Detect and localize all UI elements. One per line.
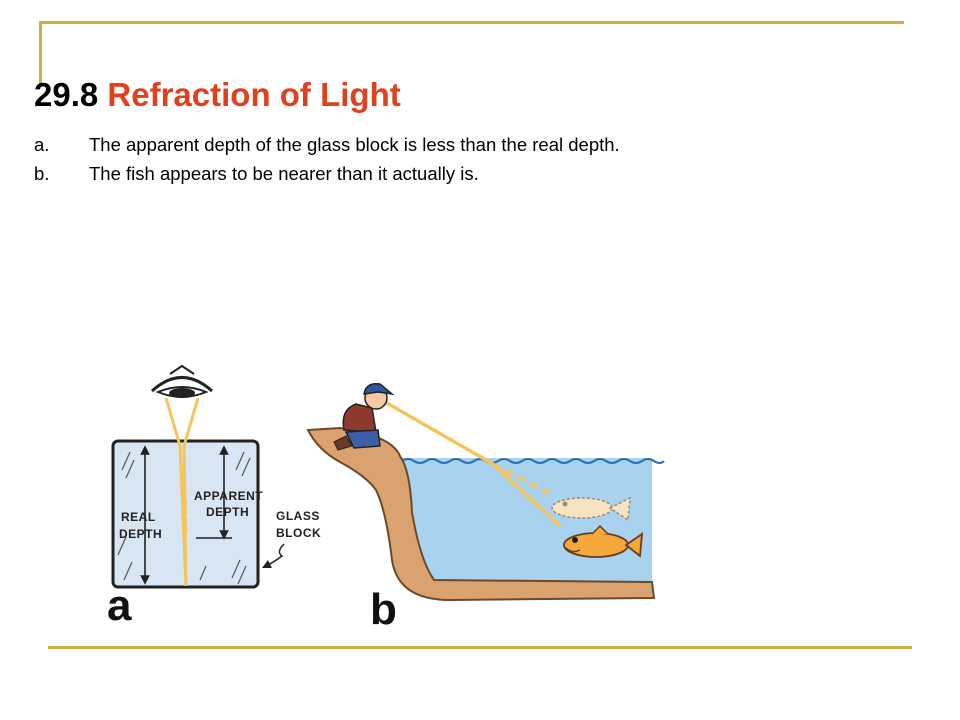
slide-title: 29.8 Refraction of Light bbox=[34, 76, 401, 114]
pond-bank bbox=[306, 426, 656, 602]
real-depth-label: DEPTH bbox=[119, 527, 162, 541]
apparent-depth-label: DEPTH bbox=[206, 505, 249, 519]
bottom-border-line bbox=[48, 646, 912, 649]
section-title: Refraction of Light bbox=[107, 76, 401, 113]
sightline bbox=[384, 400, 562, 528]
fish-icon bbox=[563, 524, 644, 558]
figure-a-letter: a bbox=[107, 581, 132, 630]
pond-water bbox=[402, 458, 652, 582]
figure-a-glass-block: REAL DEPTH APPARENT DEPTH GLASS BLOCK a bbox=[107, 364, 321, 630]
glass-block-label: BLOCK bbox=[276, 526, 321, 540]
top-border-line bbox=[40, 21, 904, 24]
apparent-depth-label: APPARENT bbox=[194, 489, 263, 503]
bullet-marker: a. bbox=[34, 134, 50, 155]
glass-block-label: GLASS bbox=[276, 509, 320, 523]
eye-icon bbox=[150, 364, 214, 398]
left-border-line bbox=[39, 21, 42, 87]
real-depth-label: REAL bbox=[121, 510, 156, 524]
fisherman-icon bbox=[333, 382, 395, 451]
bullet-marker: b. bbox=[34, 163, 50, 184]
bullet-text: The fish appears to be nearer than it ac… bbox=[89, 163, 479, 184]
pointer-arrow bbox=[261, 543, 285, 569]
glass-texture bbox=[117, 451, 251, 585]
light-rays bbox=[164, 397, 200, 587]
bullet-text: The apparent depth of the glass block is… bbox=[89, 134, 620, 155]
section-number: 29.8 bbox=[34, 76, 99, 113]
figure-b-letter: b bbox=[370, 585, 397, 634]
apparent-fish-icon bbox=[551, 496, 631, 522]
water-surface bbox=[401, 458, 665, 464]
figure-b-pond: b bbox=[306, 382, 665, 634]
